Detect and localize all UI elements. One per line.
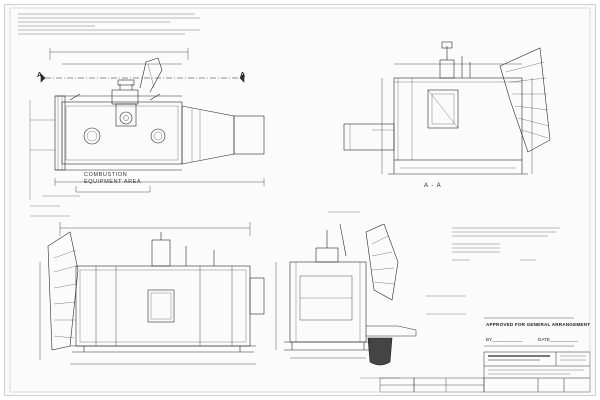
revision-table <box>379 377 485 393</box>
title-block <box>483 351 591 393</box>
general-notes <box>18 13 200 35</box>
spec-notes <box>452 227 560 261</box>
section-marker-right: A <box>240 72 246 79</box>
drawing-sheet <box>4 4 596 396</box>
top-left-elevation-view <box>29 48 265 200</box>
section-view-title: A - A <box>424 183 442 189</box>
approved-date-line: DATE___________ <box>538 337 579 342</box>
combustion-label-line2: EQUIPMENT AREA <box>84 179 142 185</box>
combustion-label-line1: COMBUSTION <box>84 172 128 178</box>
combustion-area-label: COMBUSTION EQUIPMENT AREA <box>84 172 141 186</box>
bottom-center-end-elevation <box>275 211 466 366</box>
approval-label: APPROVED FOR GENERAL ARRANGEMENT <box>486 322 591 327</box>
section-marker-left: A <box>37 72 43 79</box>
approved-by-line: BY____________ <box>486 337 523 342</box>
bottom-left-side-elevation <box>30 205 400 379</box>
approval-block <box>484 317 574 347</box>
section-a-a-view <box>343 41 551 175</box>
